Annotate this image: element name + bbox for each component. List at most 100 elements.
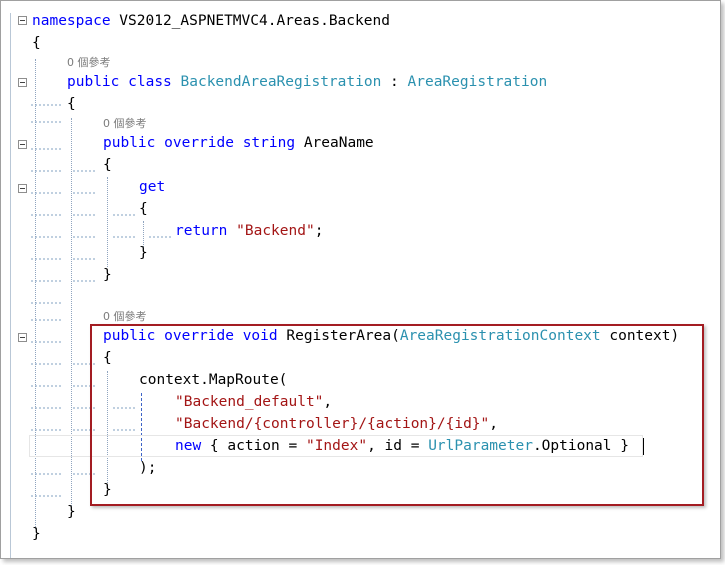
collapse-class-icon[interactable] — [18, 78, 27, 87]
keyword: public — [103, 135, 156, 151]
string-literal: "Backend" — [236, 223, 315, 239]
indent-marker — [31, 473, 61, 476]
text-caret — [643, 438, 644, 455]
indent-marker — [31, 192, 61, 195]
parameter: context) — [600, 328, 680, 344]
scope-guide — [143, 221, 144, 251]
indent-marker — [73, 258, 95, 261]
indent-marker — [31, 363, 61, 366]
indent-marker — [73, 429, 95, 432]
scope-guide — [141, 393, 142, 461]
code-text: { action = — [201, 438, 306, 454]
indent-marker — [113, 214, 135, 217]
brace: } — [103, 267, 112, 283]
code-line-9[interactable]: get — [1, 176, 720, 198]
code-line-11[interactable]: return "Backend"; — [1, 220, 720, 242]
code-line-22[interactable]: } — [1, 479, 720, 501]
comma: , — [323, 394, 333, 410]
brace: } — [32, 526, 41, 542]
property-name: AreaName — [295, 135, 374, 151]
keyword: return — [175, 223, 228, 239]
scope-guide — [107, 371, 108, 483]
code-line-19[interactable]: "Backend/{controller}/{action}/{id}", — [1, 413, 720, 435]
type-name: AreaRegistration — [407, 74, 548, 90]
code-text: .Optional } — [532, 438, 629, 454]
indent-marker — [31, 429, 61, 432]
keyword: namespace — [32, 13, 111, 29]
collapse-namespace-icon[interactable] — [18, 16, 27, 25]
indent-marker — [73, 280, 95, 283]
code-line-1[interactable]: namespace VS2012_ASPNETMVC4.Areas.Backen… — [1, 10, 720, 32]
collapse-method-icon[interactable] — [18, 333, 27, 342]
keyword: string — [242, 135, 296, 151]
indent-marker — [31, 280, 61, 283]
collapse-property-icon[interactable] — [18, 140, 27, 149]
reference-lens-class[interactable]: 0 個參考 — [67, 56, 111, 69]
indent-marker — [31, 258, 61, 261]
indent-marker — [31, 407, 61, 410]
code-text: , id = — [367, 438, 429, 454]
code-line-4[interactable]: public class BackendAreaRegistration : A… — [1, 71, 720, 93]
gutter-change-bar — [10, 13, 11, 558]
indent-marker — [73, 385, 95, 388]
indent-marker — [73, 170, 95, 173]
collapse-getter-icon[interactable] — [18, 184, 27, 193]
current-line-highlight — [29, 435, 643, 457]
brace: { — [139, 201, 148, 217]
string-literal: "Index" — [305, 438, 368, 454]
closing-paren: ); — [139, 460, 157, 476]
indent-marker — [31, 302, 61, 305]
indent-marker — [31, 495, 61, 498]
indent-marker — [113, 429, 135, 432]
code-line-12[interactable]: } — [1, 242, 720, 264]
method-call: context.MapRoute( — [139, 372, 288, 388]
type-name: UrlParameter — [428, 438, 533, 454]
namespace-name: VS2012_ASPNETMVC4.Areas.Backend — [110, 13, 390, 29]
brace: { — [103, 350, 112, 366]
keyword: class — [128, 74, 172, 90]
separator: : — [381, 74, 408, 90]
indent-marker — [73, 473, 95, 476]
code-line-2[interactable]: { — [1, 32, 720, 54]
code-line-15[interactable]: public override void RegisterArea(AreaRe… — [1, 325, 720, 347]
reference-lens-method[interactable]: 0 個參考 — [103, 310, 147, 323]
indent-marker — [31, 148, 61, 151]
keyword: override — [164, 328, 234, 344]
code-line-10[interactable]: { — [1, 198, 720, 220]
code-line-8[interactable]: { — [1, 154, 720, 176]
indent-marker — [31, 121, 61, 124]
keyword: void — [242, 328, 278, 344]
code-line-20[interactable]: new { action = "Index", id = UrlParamete… — [1, 435, 720, 457]
code-line-18[interactable]: "Backend_default", — [1, 391, 720, 413]
reference-lens-property[interactable]: 0 個參考 — [103, 117, 147, 130]
code-line-13[interactable]: } — [1, 264, 720, 286]
indent-marker — [73, 192, 95, 195]
highlight-annotation-box — [90, 324, 704, 506]
code-line-21[interactable]: ); — [1, 457, 720, 479]
code-line-7[interactable]: public override string AreaName — [1, 132, 720, 154]
brace: { — [67, 96, 76, 112]
type-name: AreaRegistrationContext — [399, 328, 601, 344]
string-literal: "Backend/{controller}/{action}/{id}" — [175, 416, 490, 432]
string-literal: "Backend_default" — [175, 394, 324, 410]
brace: } — [103, 482, 112, 498]
indent-marker — [31, 104, 61, 107]
code-line-24[interactable]: } — [1, 523, 720, 545]
semicolon: ; — [314, 223, 324, 239]
keyword: new — [175, 438, 202, 454]
keyword: get — [139, 179, 166, 195]
type-name: BackendAreaRegistration — [180, 74, 382, 90]
scope-guide — [107, 177, 108, 267]
code-line-16[interactable]: { — [1, 347, 720, 369]
method-name: RegisterArea( — [277, 328, 400, 344]
indent-marker — [31, 214, 61, 217]
code-line-5[interactable]: { — [1, 93, 720, 115]
indent-marker — [31, 319, 61, 322]
indent-marker — [31, 341, 61, 344]
code-line-23[interactable]: } — [1, 501, 720, 523]
indent-marker — [73, 236, 95, 239]
code-line-17[interactable]: context.MapRoute( — [1, 369, 720, 391]
indent-marker — [73, 407, 95, 410]
scope-guide — [71, 118, 72, 508]
